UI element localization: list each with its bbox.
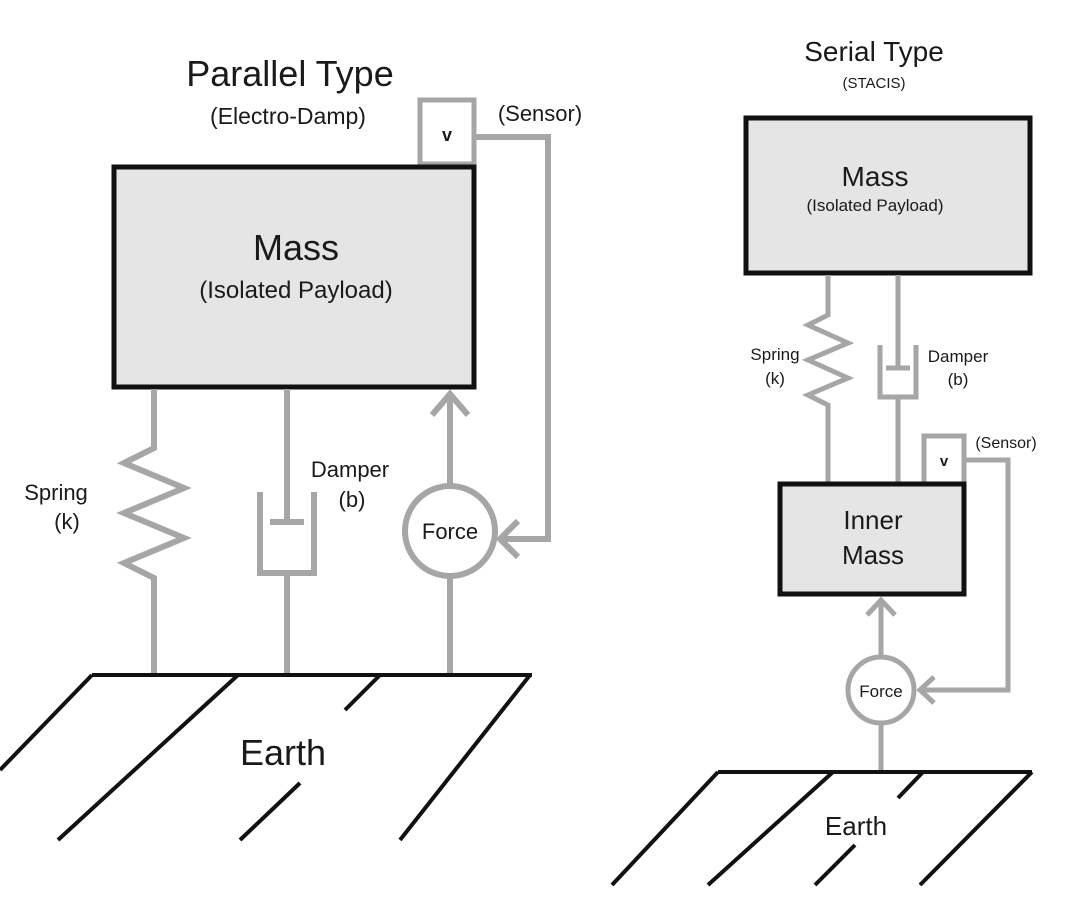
serial-sensor-label: (Sensor) (975, 435, 1036, 452)
serial-mass-label: Mass (842, 161, 909, 192)
serial-damper-label: Damper (928, 347, 989, 366)
serial-spring-label: Spring (750, 345, 799, 364)
serial-mass-sublabel: (Isolated Payload) (806, 196, 943, 215)
parallel-title: Parallel Type (186, 53, 393, 94)
parallel-force-arrow (429, 389, 471, 673)
serial-damper (877, 275, 919, 484)
parallel-sensor-label: (Sensor) (498, 101, 582, 126)
serial-inner-mass-box (777, 481, 967, 597)
serial-inner-mass-line1: Inner (843, 505, 903, 535)
parallel-damper-label: Damper (311, 457, 389, 482)
serial-force-label: Force (859, 682, 902, 701)
parallel-damper-symbol: (b) (339, 487, 366, 512)
serial-spring (801, 275, 855, 484)
parallel-type-diagram: Parallel Type (Electro-Damp) v (Sensor) … (0, 53, 582, 842)
serial-sensor-symbol: v (940, 453, 949, 470)
serial-damper-symbol: (b) (948, 370, 969, 389)
parallel-sensor-symbol: v (442, 125, 452, 145)
serial-spring-symbol: (k) (765, 369, 785, 388)
serial-title: Serial Type (804, 36, 944, 67)
parallel-mass-box (111, 164, 477, 390)
parallel-damper (257, 389, 317, 673)
parallel-earth-label: Earth (240, 732, 326, 773)
serial-mass-box (743, 115, 1033, 276)
serial-earth-label: Earth (825, 811, 887, 841)
parallel-spring (116, 389, 192, 673)
parallel-feedback-loop (474, 134, 551, 560)
parallel-subtitle: (Electro-Damp) (210, 103, 366, 129)
serial-force-arrow (865, 596, 897, 770)
parallel-spring-label: Spring (24, 480, 88, 505)
parallel-mass-sublabel: (Isolated Payload) (199, 277, 392, 304)
parallel-spring-symbol: (k) (54, 509, 80, 534)
serial-inner-mass-line2: Mass (842, 540, 904, 570)
parallel-ground (0, 673, 532, 842)
serial-ground (610, 770, 1034, 887)
parallel-mass-label: Mass (253, 227, 339, 268)
serial-subtitle: (STACIS) (842, 75, 905, 92)
serial-feedback-loop (916, 457, 1011, 705)
parallel-force-label: Force (422, 519, 478, 544)
parallel-sensor-box (417, 97, 477, 167)
serial-type-diagram: Serial Type (STACIS) Mass (Isolated Payl… (610, 36, 1037, 887)
